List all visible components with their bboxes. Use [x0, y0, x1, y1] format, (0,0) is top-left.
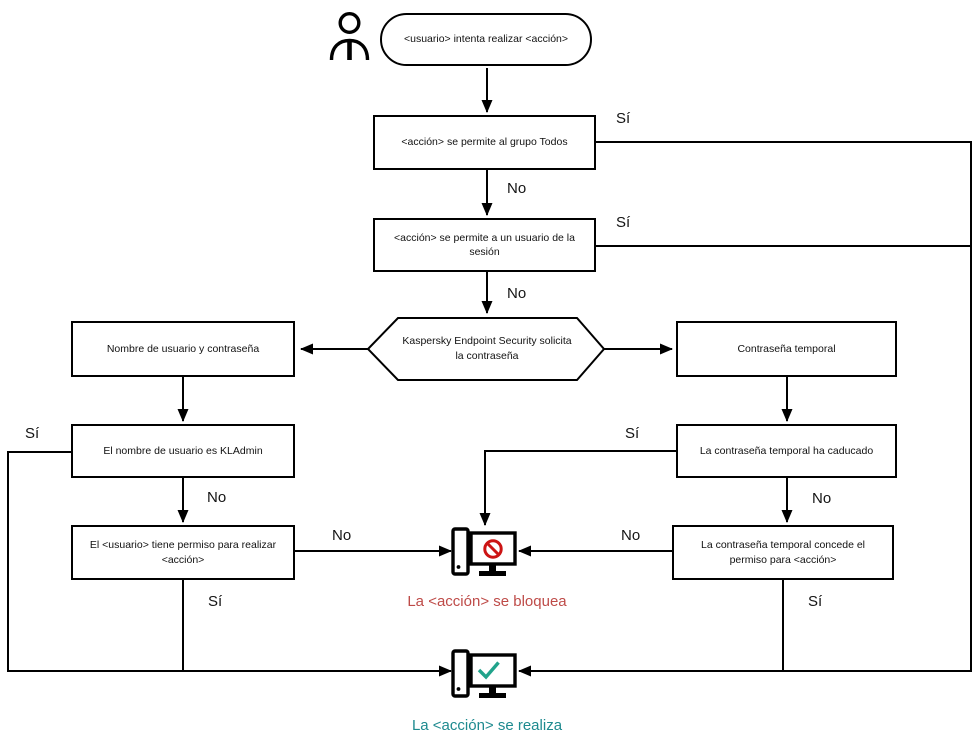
edge-si-caducado-to-bloquea: [479, 450, 676, 526]
user-icon: [329, 11, 370, 61]
node-temporal-concede: La contraseña temporal concede el permis…: [672, 525, 894, 580]
edge-label-si-concede: Sí: [808, 593, 823, 610]
success-outcome-label: La <acción> se realiza: [411, 717, 563, 734]
edge-label-si-sesion: Sí: [616, 214, 631, 231]
node-nombre-usuario-contrasena: Nombre de usuario y contraseña: [71, 321, 295, 377]
edge-label-si-permiso: Sí: [208, 593, 223, 610]
blocked-computer-icon: [451, 527, 517, 576]
edge-label-no-permiso: No: [332, 527, 352, 544]
check-icon: [477, 661, 500, 680]
blocked-outcome-label: La <acción> se bloquea: [407, 593, 567, 610]
node-start: <usuario> intenta realizar <acción>: [380, 13, 592, 66]
edge-si-grupo-to-realiza: [518, 141, 972, 677]
node-usuario-sesion: <acción> se permite a un usuario de la s…: [373, 218, 596, 272]
node-grupo-todos: <acción> se permite al grupo Todos: [373, 115, 596, 170]
edge-label-si-kladmin: Sí: [25, 425, 40, 442]
edge-label-no-caducado: No: [812, 490, 832, 507]
node-usuario-tiene-permiso: El <usuario> tiene permiso para realizar…: [71, 525, 295, 580]
success-computer-icon: [451, 649, 517, 698]
edge-label-no-kladmin: No: [207, 489, 227, 506]
decision-hexagon-shape: [366, 317, 606, 381]
node-nombre-kladmin: El nombre de usuario es KLAdmin: [71, 424, 295, 478]
node-contrasena-temporal: Contraseña temporal: [676, 321, 897, 377]
prohibited-icon: [483, 539, 503, 559]
node-temporal-caducado: La contraseña temporal ha caducado: [676, 424, 897, 478]
edge-label-si-caducado: Sí: [625, 425, 640, 442]
edge-label-si-grupo: Sí: [616, 110, 631, 127]
node-solicita-contrasena: Kaspersky Endpoint Security solicita la …: [402, 335, 572, 362]
edge-si-kladmin-to-realiza: [7, 451, 452, 677]
edge-label-no-grupo: No: [507, 180, 527, 197]
edge-label-no-concede: No: [621, 527, 641, 544]
edge-label-no-sesion: No: [507, 285, 527, 302]
